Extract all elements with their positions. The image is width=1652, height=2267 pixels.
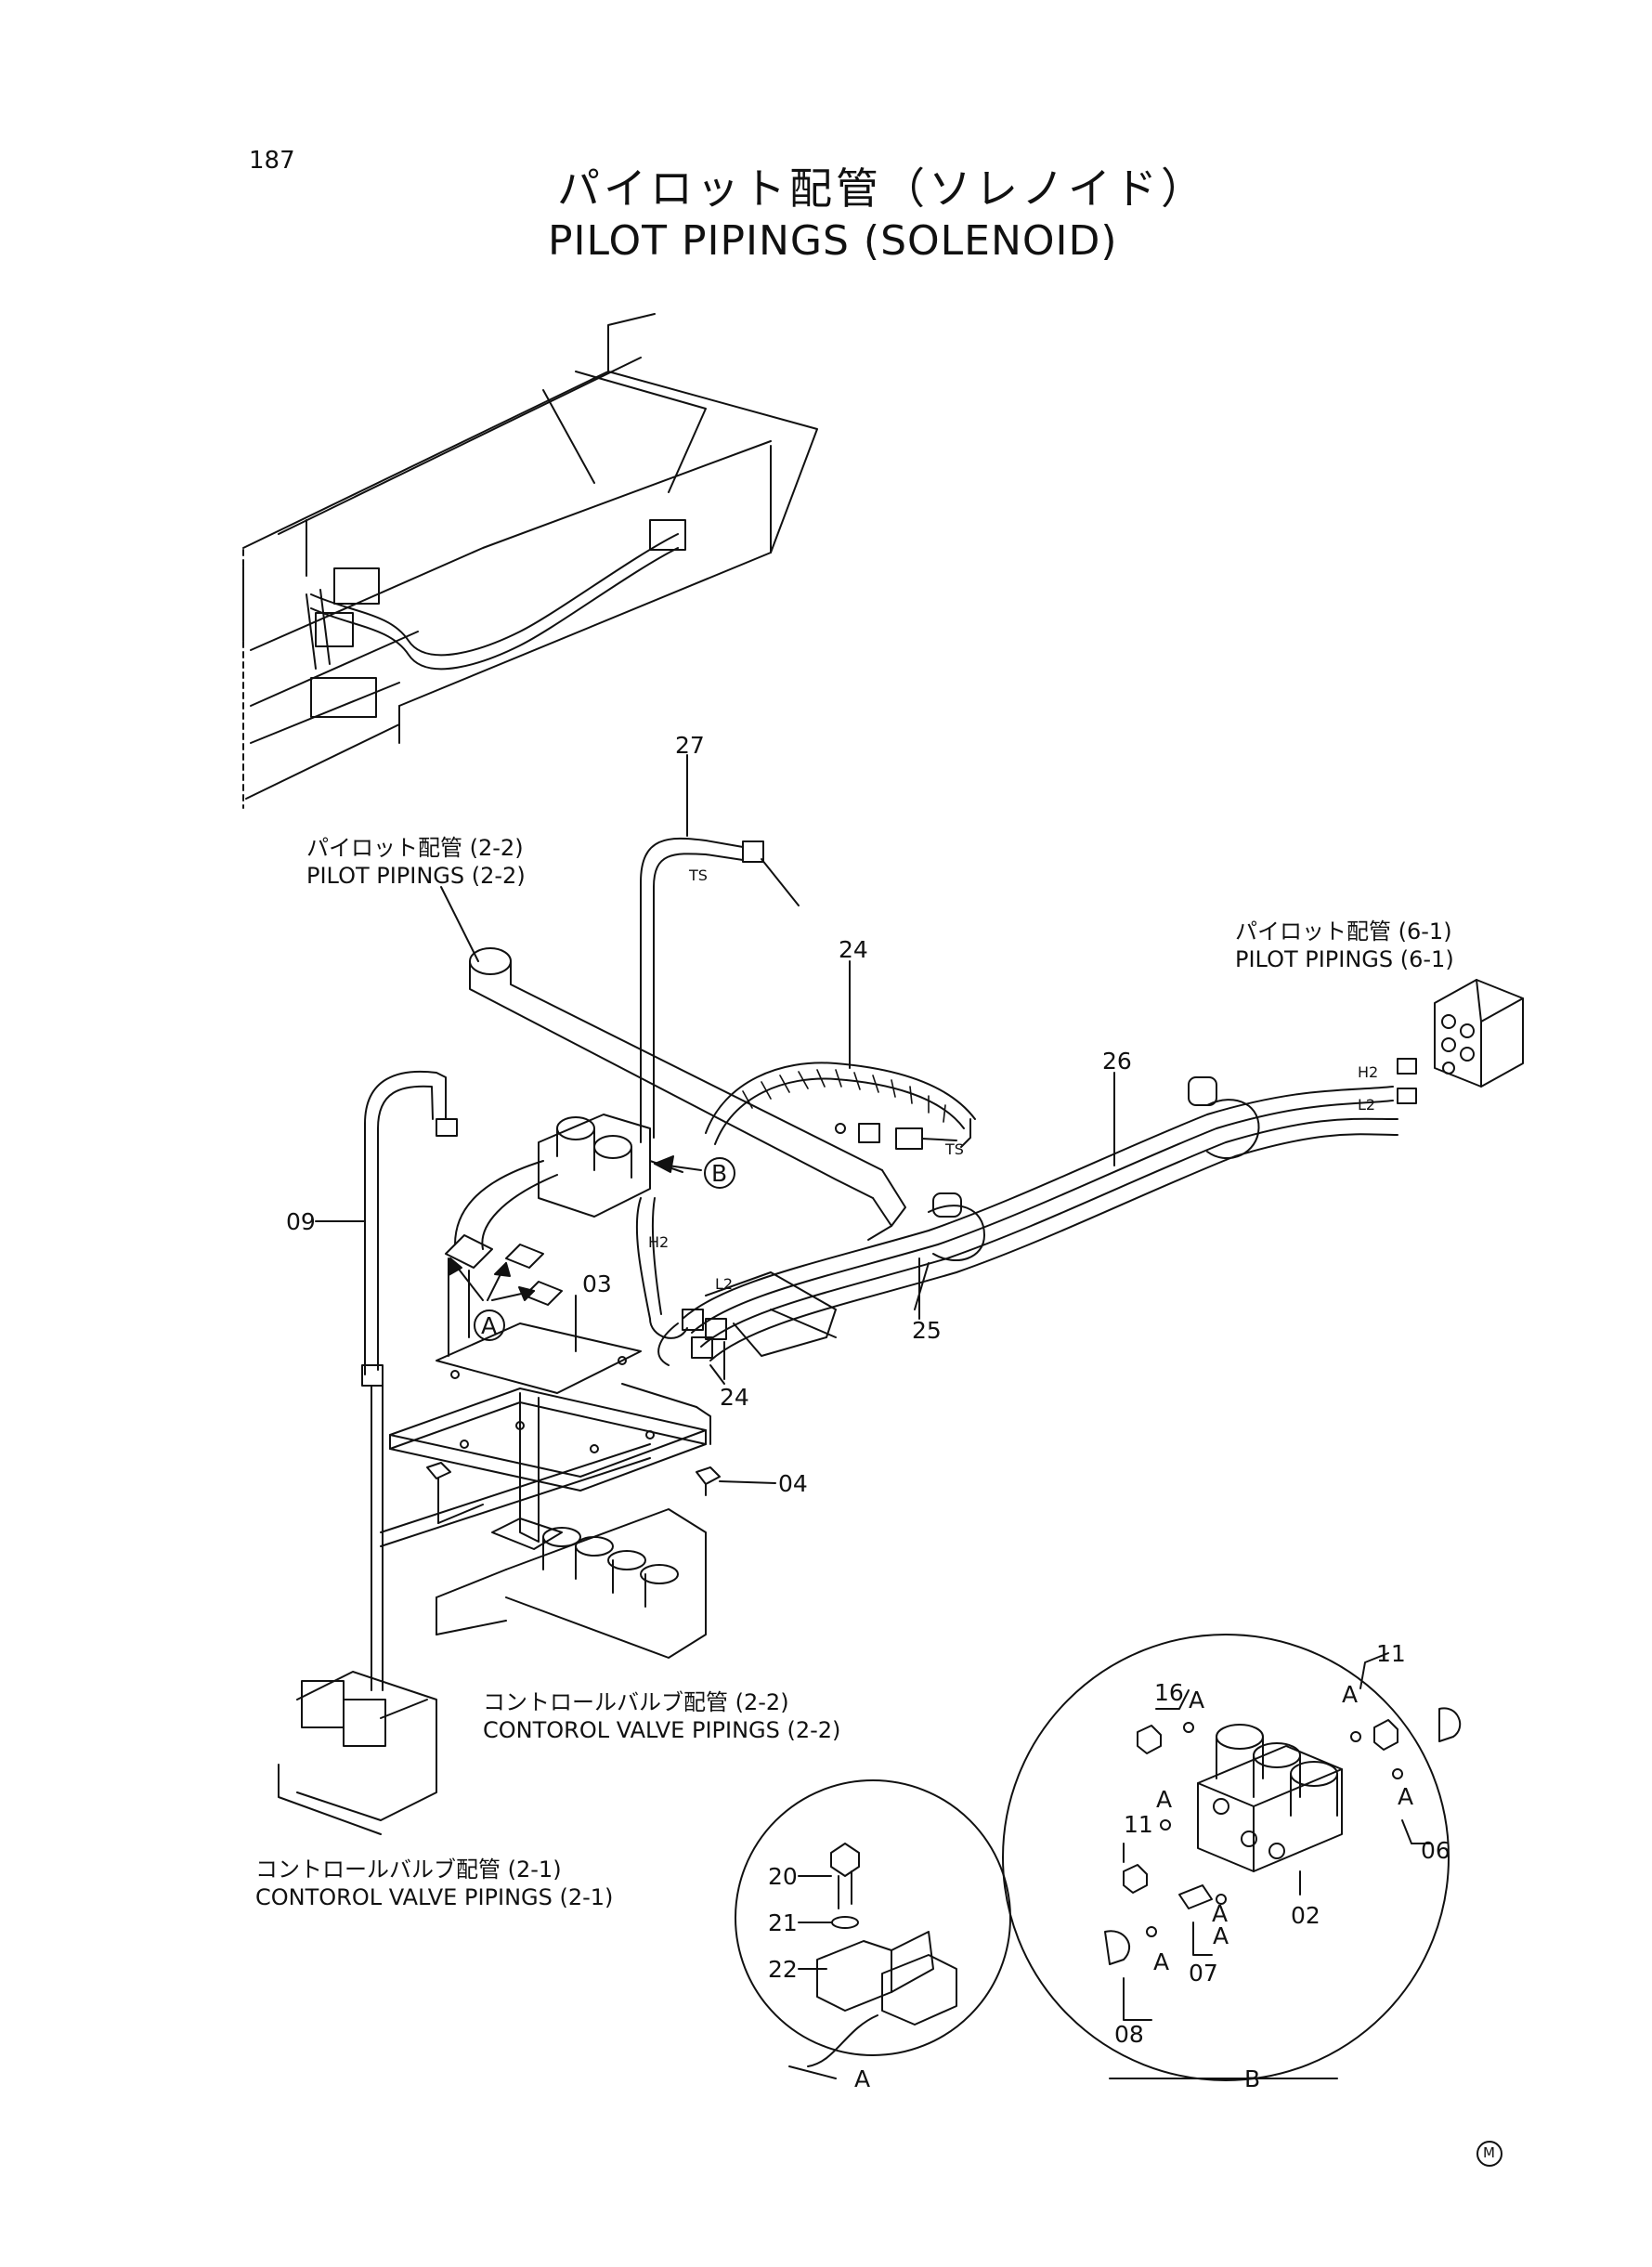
port-l2-right: L2: [1358, 1096, 1376, 1114]
part-24-lower: 24: [720, 1384, 749, 1411]
control-valve-2-2: [436, 1508, 707, 1659]
ref-pilot-2-2-en: PILOT PIPINGS (2-2): [306, 863, 526, 889]
ref-pilot-6-1-jp: パイロット配管 (6-1): [1235, 919, 1452, 945]
footer-mark: M: [1483, 2144, 1495, 2161]
page-title-jp: パイロット配管（ソレノイド）: [557, 163, 1207, 214]
ref-control-2-2-jp: コントロールバルブ配管 (2-2): [483, 1689, 789, 1715]
ref-pilot-2-2-jp: パイロット配管 (2-2): [306, 835, 524, 861]
detail-b: [1002, 1634, 1462, 2081]
a-tag-1: A: [1189, 1687, 1205, 1713]
part-21: 21: [768, 1909, 798, 1936]
pilot-pipe-bar: [440, 886, 906, 1241]
bolts-04: [426, 1462, 776, 1524]
part-24-upper: 24: [839, 936, 868, 963]
machine-frame: [242, 313, 818, 809]
footer-mark-circle: [1476, 2141, 1502, 2167]
page-number: 187: [249, 147, 295, 175]
hose-24-upper: [705, 960, 976, 1148]
a-tag-7: A: [1213, 1922, 1229, 1949]
b-marker-circle: [704, 1157, 735, 1189]
callout-b-marker: B: [711, 1160, 728, 1187]
port-h2-right: H2: [1358, 1063, 1379, 1081]
valve-block-6-1: [1397, 979, 1524, 1104]
detail-b-label: B: [1244, 2065, 1261, 2092]
a-tag-3: A: [1156, 1786, 1173, 1813]
part-02: 02: [1291, 1902, 1320, 1929]
b-arrow: [654, 1155, 702, 1173]
part-08: 08: [1114, 2021, 1144, 2048]
part-03: 03: [582, 1270, 612, 1297]
detail-a-label: A: [854, 2065, 871, 2092]
pipe-27: [640, 754, 800, 1143]
part-16: 16: [1154, 1679, 1184, 1706]
part-04: 04: [778, 1470, 808, 1497]
part-20: 20: [768, 1863, 798, 1890]
port-l2-mid: L2: [715, 1275, 734, 1293]
control-valve-2-1: [278, 1671, 437, 1835]
pipes-25-26: [682, 1072, 1398, 1362]
ref-control-2-2-en: CONTOROL VALVE PIPINGS (2-2): [483, 1717, 841, 1743]
part-09: 09: [286, 1208, 316, 1235]
a-tag-2: A: [1342, 1681, 1359, 1708]
part-27: 27: [675, 732, 705, 759]
detail-a-leader: [788, 2065, 837, 2079]
port-ts-top: TS: [689, 866, 708, 884]
leaders: [709, 1262, 930, 1385]
bracket-03: [380, 1295, 711, 1550]
port-ts-mid: TS: [945, 1140, 964, 1158]
page-title-en: PILOT PIPINGS (SOLENOID): [548, 217, 1118, 265]
ref-control-2-1-en: CONTOROL VALVE PIPINGS (2-1): [255, 1884, 614, 1910]
port-h2-mid: H2: [648, 1233, 670, 1251]
part-06: 06: [1421, 1837, 1450, 1864]
hose-24-lower: [657, 1309, 727, 1380]
pipe-09: [315, 1070, 458, 1691]
callout-a-marker: A: [481, 1312, 498, 1339]
ref-control-2-1-jp: コントロールバルブ配管 (2-1): [255, 1857, 562, 1883]
a-tag-5: A: [1212, 1900, 1229, 1927]
a-tag-4: A: [1398, 1783, 1414, 1810]
part-25: 25: [912, 1317, 942, 1344]
part-22: 22: [768, 1956, 798, 1983]
part-07: 07: [1189, 1960, 1218, 1987]
ref-pilot-6-1-en: PILOT PIPINGS (6-1): [1235, 946, 1454, 972]
bar-fittings: [835, 1123, 957, 1150]
part-26: 26: [1102, 1048, 1132, 1075]
solenoid-valve: [538, 1114, 688, 1339]
a-tag-6: A: [1153, 1948, 1170, 1975]
part-11-left: 11: [1124, 1811, 1153, 1838]
part-11-right: 11: [1376, 1640, 1406, 1667]
a-arrows: [448, 1257, 535, 1301]
a-marker-circle: [474, 1309, 505, 1341]
